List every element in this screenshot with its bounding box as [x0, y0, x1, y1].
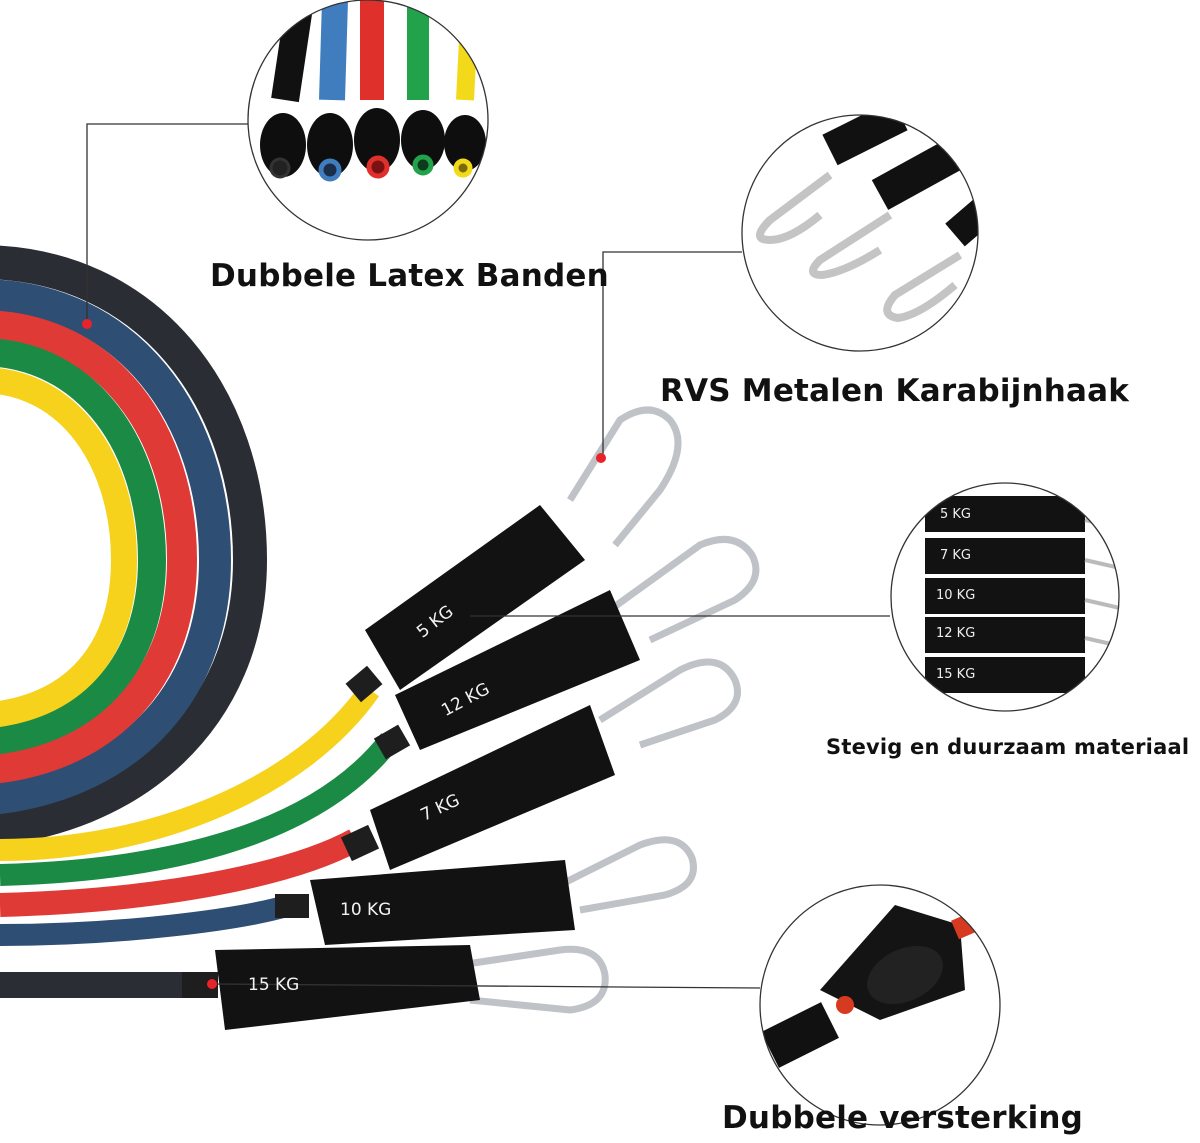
inset-label-12kg: 12 KG — [936, 626, 976, 641]
caption-carabiner: RVS Metalen Karabijnhaak — [660, 373, 1130, 409]
inset-carabiners — [742, 115, 978, 351]
caption-material: Stevig en duurzaam materiaal — [826, 735, 1190, 759]
inset-label-15kg: 15 KG — [936, 667, 976, 682]
handle-ends — [182, 665, 411, 998]
handle-label-10kg: 10 KG — [340, 900, 392, 920]
inset-reinforcement — [760, 885, 1000, 1125]
caption-reinforcement: Dubbele versterking — [722, 1100, 1084, 1136]
handle-straps — [215, 505, 640, 1030]
inset-border — [247, 0, 489, 241]
inset-label-5kg: 5 KG — [940, 507, 972, 522]
inset-label-7kg: 7 KG — [940, 548, 972, 563]
coiled-bands — [0, 245, 268, 846]
callout-lines — [86, 123, 890, 989]
callout-markers — [82, 319, 606, 989]
inset-border — [741, 114, 979, 352]
inset-border — [759, 884, 1001, 1126]
caption-latex-bands: Dubbele Latex Banden — [210, 258, 609, 294]
inset-border — [890, 482, 1120, 712]
inset-label-10kg: 10 KG — [936, 588, 976, 603]
inset-band-ends — [248, 0, 488, 240]
band-strands — [0, 683, 399, 998]
handle-label-15kg: 15 KG — [248, 975, 300, 995]
carabiners — [459, 406, 760, 1014]
inset-material — [891, 483, 1119, 711]
